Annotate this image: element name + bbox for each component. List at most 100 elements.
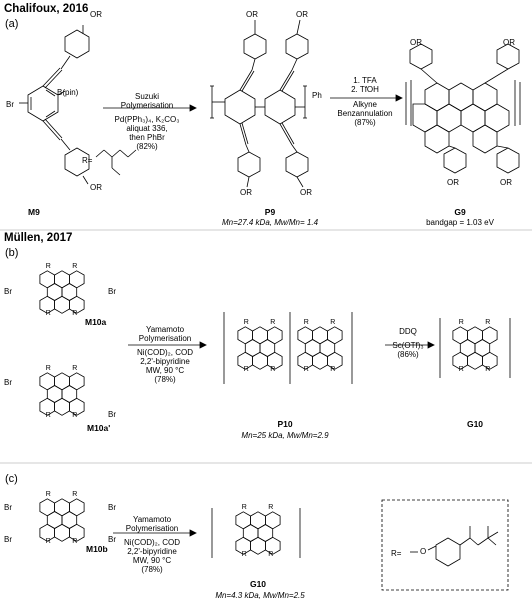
g10-core-b-ring [452, 351, 469, 370]
p9-or-1: OR [246, 10, 258, 19]
m10a-core-ring [39, 295, 55, 314]
g9-label: G9 [454, 207, 466, 217]
m10b-core-ring [54, 523, 70, 542]
g10-core-c-ring [264, 536, 281, 555]
g9-or-2: OR [503, 38, 515, 47]
section-a-header: Chalifoux, 2016 [4, 3, 89, 15]
m9-label: M9 [28, 207, 40, 217]
r-label: R [485, 319, 491, 327]
r-label: R [241, 551, 247, 559]
g10-stats-c: Mn=4.3 kDa, Mw/Mn=2.5 [215, 591, 305, 600]
p10-core-2-ring [312, 351, 328, 370]
m10b-core-ring [39, 523, 55, 542]
arrow-c1-head [189, 529, 197, 537]
r-definition-c: R= [391, 549, 402, 558]
m10a-prime-label: M10a' [87, 423, 111, 433]
p9-stats: Mn=27.4 kDa, Mw/Mn= 1.4 [221, 218, 319, 227]
r-label: R [45, 263, 51, 271]
r-label: R [485, 366, 491, 374]
m10b-label: M10b [86, 544, 108, 554]
step-b2-conditions: DDQ Sc(OTf)₃ (86%) [392, 327, 424, 359]
m10a-prime-core-ring [69, 397, 85, 416]
m10a-prime-core-ring [54, 397, 70, 416]
r-label: R [458, 319, 464, 327]
step-a2-conditions: 1. TFA 2. TfOH Alkyne Benzannulation (87… [337, 76, 393, 127]
r-label: R [268, 551, 274, 559]
g10-core-b-ring [481, 351, 498, 370]
r-alkyl-a [95, 149, 137, 176]
p10-core-2-ring [326, 351, 343, 370]
m10a-core-ring [69, 295, 85, 314]
g10-core-c [235, 511, 281, 555]
r-definition-oxygen: O [420, 547, 427, 556]
p10-label: P10 [277, 419, 293, 429]
r-label: R [241, 504, 247, 512]
arrow-b1-head [199, 341, 207, 349]
m9-br: Br [6, 100, 14, 109]
g10-label-b: G10 [466, 419, 484, 429]
r-label: R [45, 365, 51, 373]
m10b-br-1: Br [4, 503, 12, 512]
m10b-br-2: Br [4, 535, 12, 544]
g10-core-b [452, 326, 498, 370]
section-b-header: Müllen, 2017 [4, 232, 73, 244]
p10-core-1-ring [252, 351, 268, 370]
m10a-prime-br-left: Br [4, 378, 12, 387]
arrow-a2-head [395, 94, 403, 102]
g9-or-4: OR [500, 178, 512, 187]
p10-core-2 [297, 326, 343, 370]
arrow-a1-head [189, 104, 197, 112]
g9-or-3: OR [447, 178, 459, 187]
p9-or-2: OR [296, 10, 308, 19]
m10a-br-right: Br [108, 287, 116, 296]
r-label: R [45, 310, 51, 318]
m10a-prime-core-ring [39, 397, 55, 416]
g9-structure [405, 43, 521, 174]
m10a-core [39, 270, 85, 314]
g9-or-1: OR [410, 38, 422, 47]
m10a-prime-br-right: Br [108, 410, 116, 419]
p10-core-1 [237, 326, 283, 370]
m9-bpin: B(pin) [57, 88, 79, 97]
p9-label: P9 [264, 207, 276, 217]
r-label: R [72, 365, 78, 373]
r-label: R [270, 319, 276, 327]
step-c1-conditions: Yamamoto Polymerisation Ni(COD)₂, COD 2,… [124, 515, 180, 574]
m9-core-ring [19, 25, 90, 185]
r-label: R [330, 366, 336, 374]
m10a-core-ring [54, 295, 70, 314]
section-c-part: (c) [5, 473, 18, 485]
p10-core-1-ring [237, 351, 254, 370]
g9-stats: bandgap = 1.03 eV [426, 218, 494, 227]
g10-label-c: G10 [249, 579, 267, 589]
r-label: R [268, 504, 274, 512]
r-label: R [45, 412, 51, 420]
p9-end-group: Ph [312, 91, 322, 100]
m10b-br-3: Br [108, 503, 116, 512]
section-b-part: (b) [5, 247, 19, 259]
r-label: R [303, 319, 309, 327]
r-aryl-structure [410, 526, 499, 567]
m10b-br-4: Br [108, 535, 116, 544]
m10b-core [39, 498, 85, 542]
r-label: R [72, 491, 78, 499]
m10a-label: M10a [85, 317, 107, 327]
m9-or-top: OR [90, 10, 102, 19]
r-definition-a: R= [82, 156, 93, 165]
p9-or-4: OR [300, 188, 312, 197]
g10-core-c-ring [235, 536, 252, 555]
r-label: R [72, 263, 78, 271]
m10a-br-left: Br [4, 287, 12, 296]
arrow-b2-head [427, 341, 435, 349]
m9-or-bottom: OR [90, 183, 102, 192]
r-label: R [243, 366, 249, 374]
r-label: R [45, 491, 51, 499]
p9-structure [210, 19, 309, 188]
section-a-part: (a) [5, 18, 19, 30]
r-label: R [303, 366, 309, 374]
r-label: R [72, 412, 78, 420]
r-label: R [72, 538, 78, 546]
r-label: R [72, 310, 78, 318]
p10-stats: Mn=25 kDa, Mw/Mn=2.9 [241, 431, 329, 440]
